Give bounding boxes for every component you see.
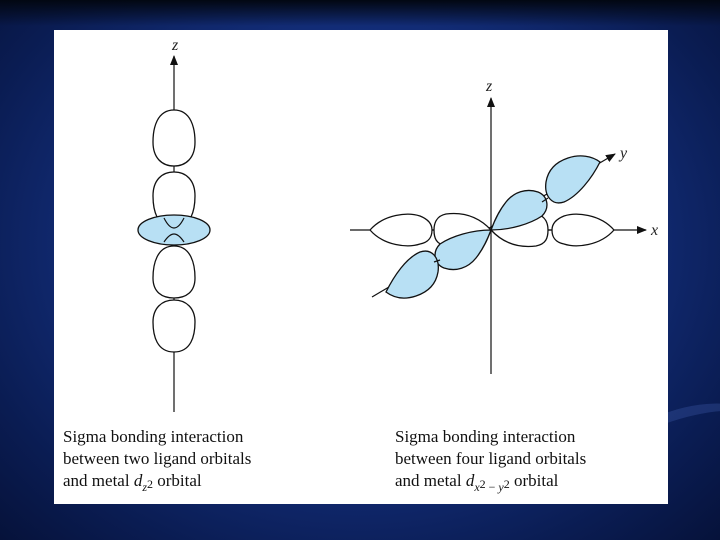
right-dx2y2-diagram: z x y xyxy=(350,78,658,374)
ligand-lobe-top-inner xyxy=(152,171,196,229)
right-caption-line3: and metal dx2 − y2 orbital xyxy=(395,470,586,498)
diagram-panel: z z x y xyxy=(54,30,668,504)
right-orbital-sub-x: x xyxy=(474,480,480,494)
left-caption-line3: and metal dz2 orbital xyxy=(63,470,251,498)
ligand-lobe-x-outer-left xyxy=(369,213,433,247)
left-caption-line1: Sigma bonding interaction xyxy=(63,427,244,446)
lobe-tip-upper xyxy=(163,217,185,229)
ligand-lobe-y-outer-lower xyxy=(385,250,439,299)
left-orbital-d: d xyxy=(133,471,143,490)
right-orbital-sup-y: 2 xyxy=(503,477,510,491)
right-orbital-minus: − xyxy=(488,480,496,494)
lobe-tip-lower xyxy=(163,233,185,243)
left-caption: Sigma bonding interaction between two li… xyxy=(63,426,251,498)
right-caption-prefix: and metal xyxy=(395,471,462,490)
right-z-label: z xyxy=(485,78,493,95)
ligand-lobe-y-outer-upper xyxy=(545,155,601,204)
right-caption-suffix: orbital xyxy=(514,471,559,490)
metal-lobe-y-upper xyxy=(490,189,548,231)
left-z-label: z xyxy=(171,37,179,54)
left-caption-line2: between two ligand orbitals xyxy=(63,449,252,468)
ligand-lobe-top-outer xyxy=(152,109,196,167)
ligand-lobe-bottom-outer xyxy=(152,299,196,353)
right-caption-line1: Sigma bonding interaction xyxy=(395,427,576,446)
left-orbital-sup: 2 xyxy=(146,477,153,491)
left-dz2-diagram: z xyxy=(137,37,211,412)
metal-lobe-y-lower xyxy=(434,229,492,271)
slide-top-band xyxy=(0,0,720,26)
right-orbital-d: d xyxy=(465,471,475,490)
right-caption-line2: between four ligand orbitals xyxy=(395,449,587,468)
right-orbital-sub: x2 − y2 xyxy=(474,477,510,494)
metal-dz2-torus xyxy=(137,214,211,246)
ligand-lobe-bottom-inner xyxy=(152,245,196,299)
orbital-diagram: z z x y xyxy=(137,37,658,412)
right-orbital-sup-x: 2 xyxy=(479,477,486,491)
y-bond-lower xyxy=(433,259,441,263)
left-caption-suffix: orbital xyxy=(157,471,202,490)
right-y-label: y xyxy=(618,145,628,162)
right-caption: Sigma bonding interaction between four l… xyxy=(395,426,586,498)
left-orbital-sub-z: z xyxy=(142,480,147,494)
right-orbital-sub-y: y xyxy=(498,480,504,494)
y-bond-upper xyxy=(541,197,549,203)
left-orbital-sub: z2 xyxy=(142,477,153,494)
left-caption-prefix: and metal xyxy=(63,471,130,490)
right-x-label: x xyxy=(650,222,658,239)
ligand-lobe-x-outer-right xyxy=(551,213,615,247)
